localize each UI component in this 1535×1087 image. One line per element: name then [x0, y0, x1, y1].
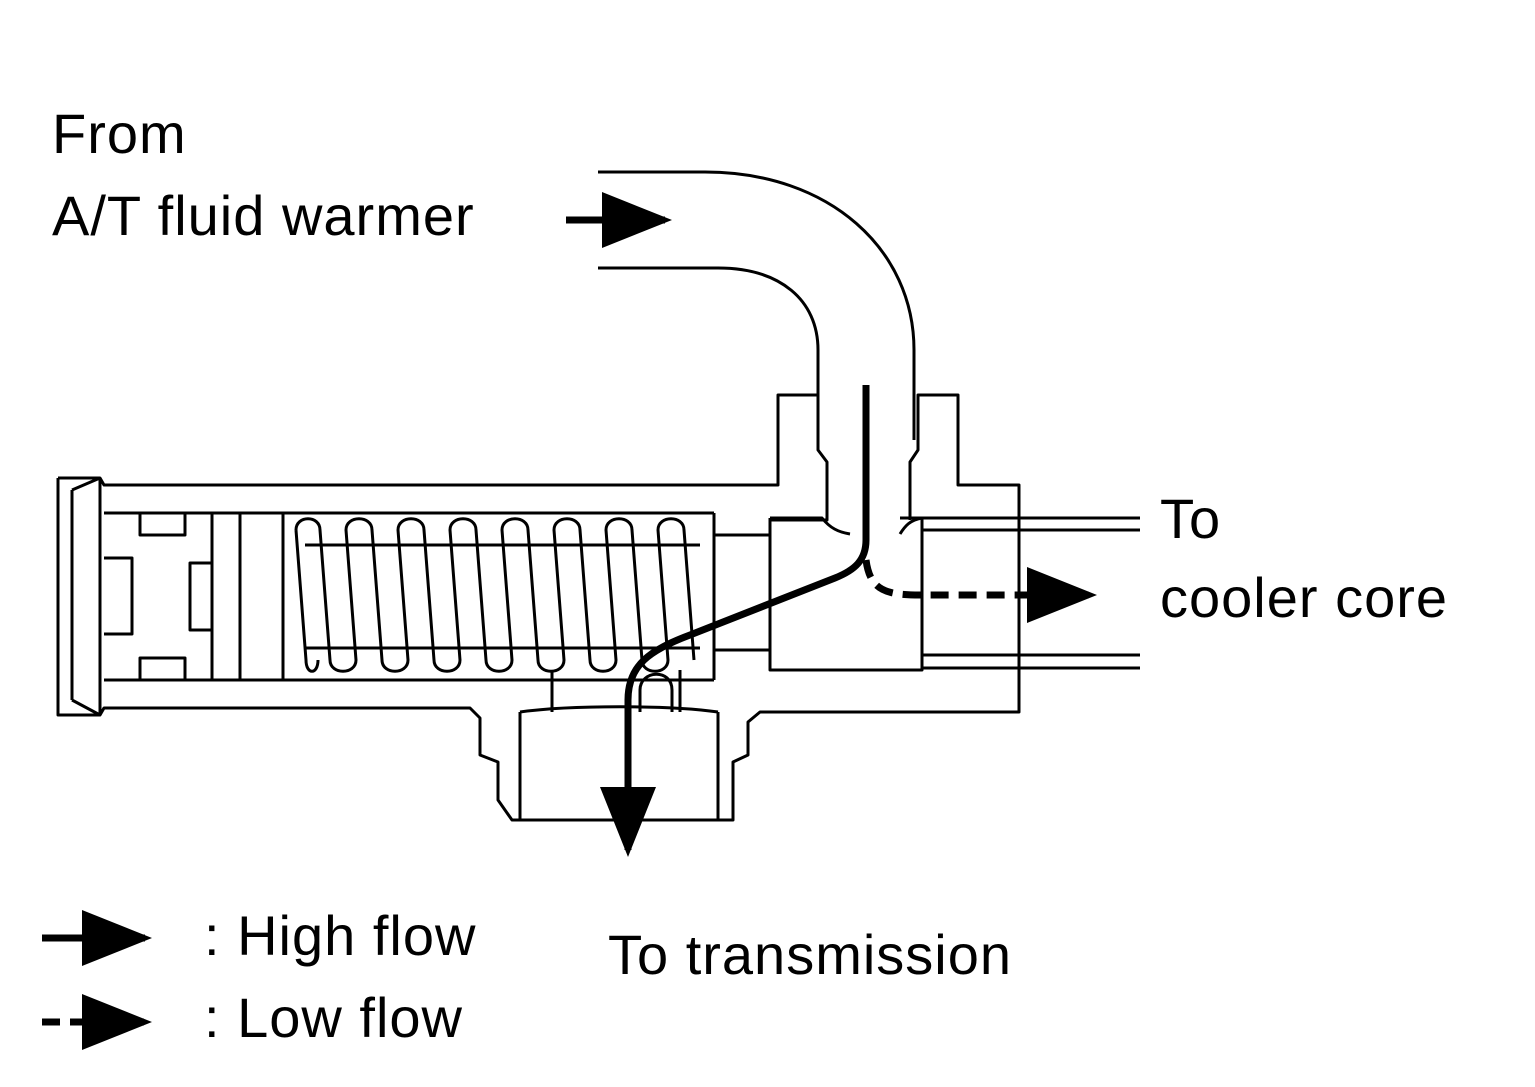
legend-high-flow-label: : High flow [204, 904, 477, 967]
low-flow-path [862, 559, 1097, 623]
cooler-label-line1: To [1160, 487, 1222, 550]
transmission-label: To transmission [608, 923, 1013, 986]
inlet-pipe [598, 170, 916, 440]
high-flow-path [600, 385, 870, 857]
legend-low-flow-label: : Low flow [204, 986, 463, 1049]
source-label-line2: A/T fluid warmer [52, 184, 475, 247]
source-label-line1: From [52, 102, 187, 165]
spring [294, 517, 696, 673]
valve-housing [56, 393, 1140, 822]
cooler-label-line2: cooler core [1160, 566, 1449, 629]
